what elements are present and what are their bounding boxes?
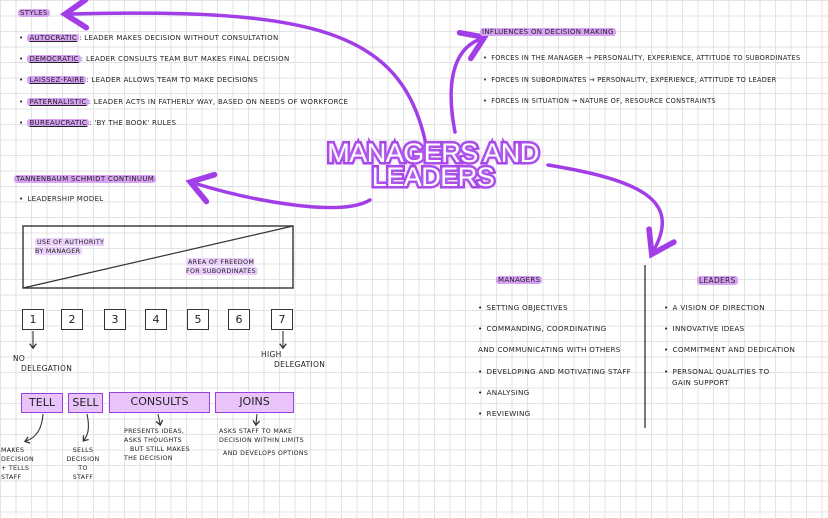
sell-note: SELLS DECISION TO STAFF [66,447,100,482]
leadership-model-label: LEADERSHIP MODEL [19,195,104,204]
authority-label: USE OF AUTHORITY BY MANAGER [35,238,105,255]
tell-note: MAKES DECISION + TELLS STAFF [1,447,35,482]
styles-heading: STYLES [18,9,50,17]
continuum-step-6: 6 [228,309,250,330]
continuum-step-7: 7 [271,309,293,330]
arrow-to-continuum [185,171,372,210]
central-title: MANAGERS AND LEADERS [318,137,548,193]
style-item: DEMOCRATIC: LEADER CONSULTS TEAM BUT MAK… [19,49,348,70]
influence-item: FORCES IN SUBORDINATES → PERSONALITY, EX… [483,70,800,92]
leader-item: A VISION OF DIRECTION [664,297,795,318]
managers-heading: MANAGERS [496,276,543,284]
arrow-tell [23,413,44,444]
style-item: PATERNALISTIC: LEADER ACTS IN FATHERLY W… [19,92,348,113]
leader-item: COMMITMENT AND DEDICATION [664,339,795,360]
arrow-to-influences [449,29,490,134]
joins-note: ASKS STAFF TO MAKE DECISION WITHIN LIMIT… [219,428,309,458]
continuum-step-5: 5 [187,309,209,330]
manager-item: COMMANDING, COORDINATING [478,318,631,339]
arrow-joins [252,413,261,427]
influence-item: FORCES IN SITUATION → NATURE OF, RESOURC… [483,91,800,113]
manager-item: SETTING OBJECTIVES [478,297,631,318]
manager-item: DEVELOPING AND MOTIVATING STAFF [478,361,631,382]
influences-list: FORCES IN THE MANAGER → PERSONALITY, EXP… [483,48,800,113]
title-line-2: LEADERS [369,161,497,193]
title-line-1: MANAGERS AND [325,137,542,169]
leader-item: GAIN SUPPORT [672,377,729,387]
influences-heading: INFLUENCES ON DECISION MAKING [480,28,616,36]
style-item: AUTOCRATIC: LEADER MAKES DECISION WITHOU… [19,28,348,49]
leader-item: PERSONAL QUALITIES TO [664,366,795,377]
high-delegation-label: HIGH DELEGATION [261,350,326,370]
consults-note: PRESENTS IDEAS, ASKS THOUGHTS BUT STILL … [124,428,190,463]
continuum-heading: TANNENBAUM SCHMIDT CONTINUUM [14,175,157,183]
option-tell: TELL [21,393,63,413]
leader-item: INNOVATIVE IDEAS [664,318,795,339]
no-delegation-label: NO DELEGATION [13,354,73,374]
arrow-to-comparison [546,163,677,259]
managers-list: SETTING OBJECTIVES COMMANDING, COORDINAT… [478,297,631,424]
style-item: BUREAUCRATIC: 'BY THE BOOK' RULES [19,113,348,134]
continuum-step-1: 1 [22,309,44,330]
arrow-sell [82,413,89,442]
option-sell: SELL [68,393,103,413]
manager-item: REVIEWING [478,403,631,424]
manager-item: AND COMMUNICATING WITH OTHERS [478,345,621,355]
influence-item: FORCES IN THE MANAGER → PERSONALITY, EXP… [483,48,800,70]
option-consults: CONSULTS [109,392,210,413]
continuum-diagonal [22,225,294,289]
manager-item: ANALYSING [478,382,631,403]
freedom-label: AREA OF FREEDOM FOR SUBORDINATES [186,258,258,275]
continuum-step-2: 2 [61,309,83,330]
style-item: LAISSEZ-FAIRE: LEADER ALLOWS TEAM TO MAK… [19,70,348,91]
continuum-box [22,225,294,289]
option-joins: JOINS [215,392,294,413]
continuum-step-4: 4 [145,309,167,330]
leaders-heading: LEADERS [697,276,738,285]
styles-list: AUTOCRATIC: LEADER MAKES DECISION WITHOU… [19,28,348,134]
continuum-step-3: 3 [104,309,126,330]
arrow-consults [155,413,164,427]
leaders-list: A VISION OF DIRECTION INNOVATIVE IDEAS C… [664,297,795,388]
